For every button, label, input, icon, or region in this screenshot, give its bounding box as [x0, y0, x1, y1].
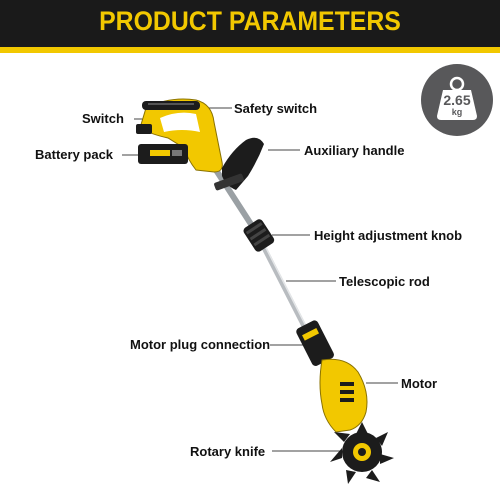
motor-housing: [319, 358, 368, 433]
height-adjustment-knob: [243, 219, 275, 252]
motor-plug-connection: [296, 320, 334, 366]
rotary-knife: [330, 422, 394, 484]
label-telescopic-rod: Telescopic rod: [339, 274, 430, 289]
safety-switch: [142, 101, 200, 110]
switch: [136, 124, 152, 134]
header-banner: PRODUCT PARAMETERS: [0, 0, 500, 47]
weight-value: 2.65: [443, 92, 471, 108]
weight-unit: kg: [451, 107, 463, 117]
label-safety-switch: Safety switch: [234, 101, 318, 116]
label-rotary-knife: Rotary knife: [190, 444, 266, 459]
label-switch: Switch: [82, 111, 124, 126]
telescopic-rod: [257, 238, 309, 332]
header-accent-stripe: [0, 47, 500, 53]
weight-icon: [437, 76, 477, 120]
label-height-adjustment-knob: Height adjustment knob: [314, 228, 463, 243]
label-auxiliary-handle: Auxiliary handle: [304, 143, 405, 158]
weight-badge: 2.65 kg: [421, 64, 493, 136]
callout-lines: [122, 107, 398, 452]
label-battery-pack: Battery pack: [35, 147, 114, 162]
label-motor: Motor: [401, 376, 438, 391]
label-motor-plug-connection: Motor plug connection: [130, 337, 271, 352]
main-handle: [139, 98, 223, 173]
page-title: PRODUCT PARAMETERS: [99, 6, 401, 36]
